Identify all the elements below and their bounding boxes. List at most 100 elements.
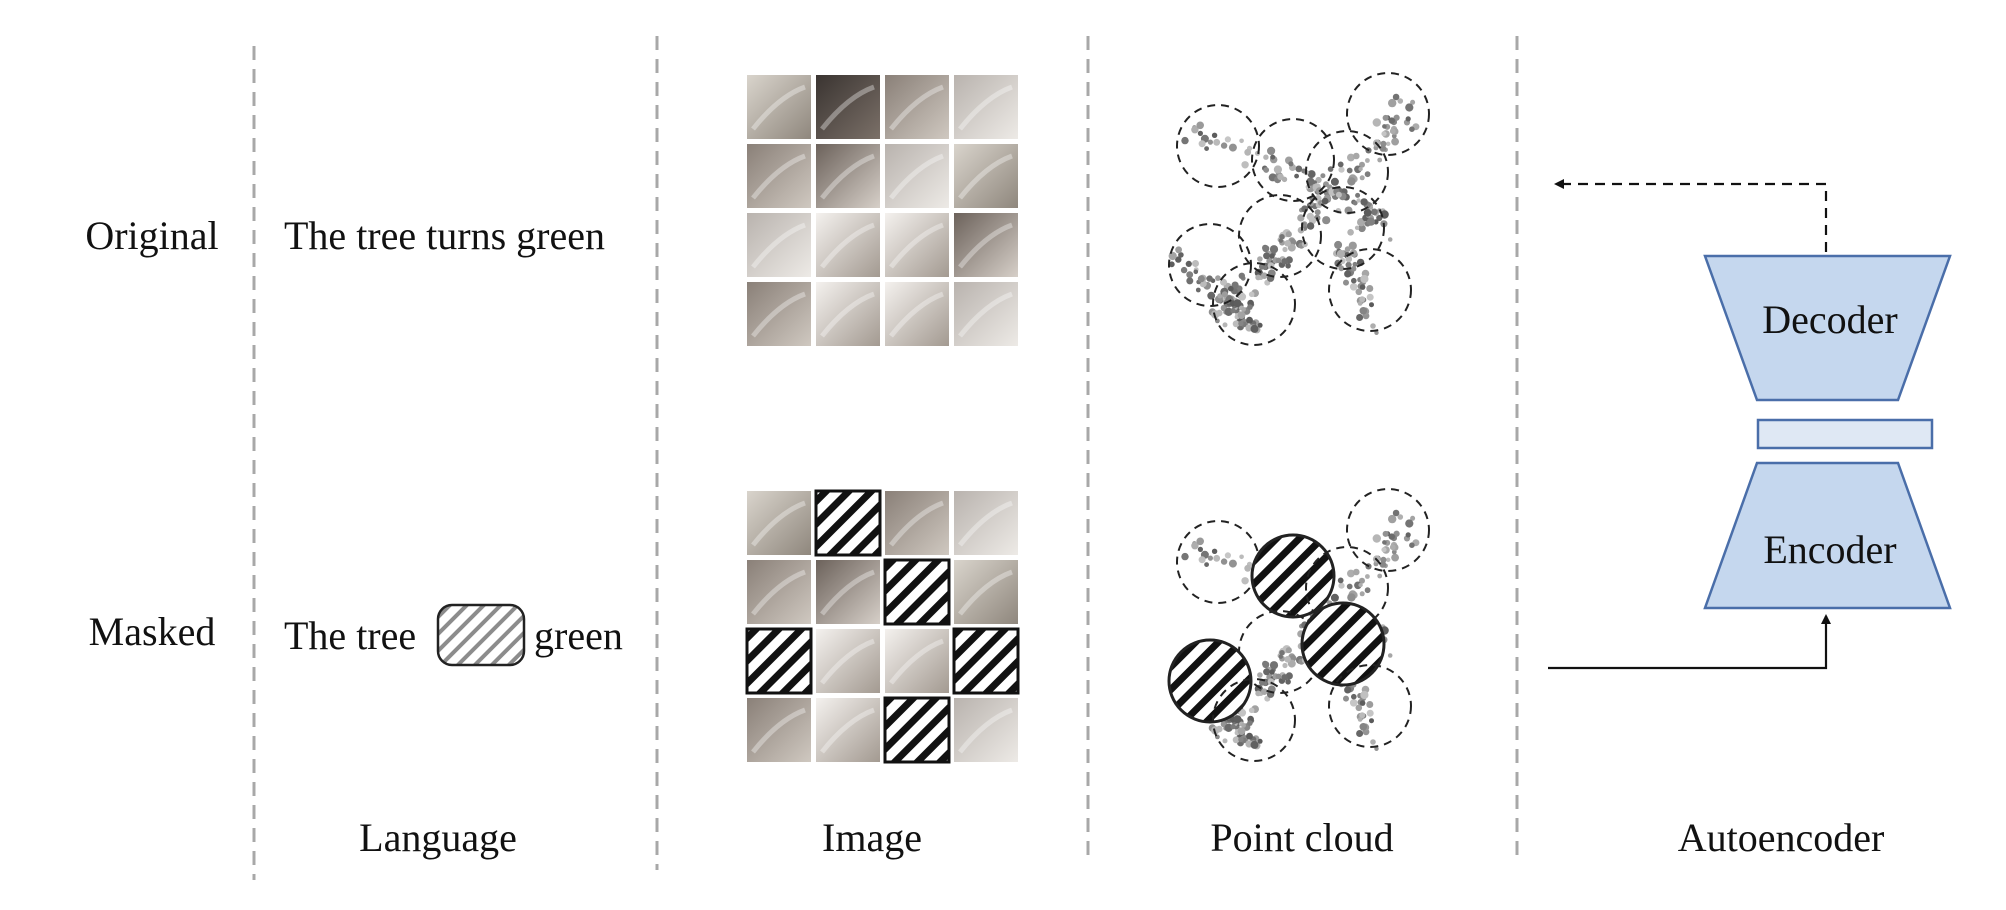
latent-block — [1756, 418, 1934, 450]
row-label-masked: Masked — [88, 609, 216, 654]
point — [1343, 279, 1349, 286]
masked-point-patch — [1250, 533, 1336, 619]
image-patch — [816, 560, 880, 624]
image-patch-texture — [958, 84, 1013, 131]
point — [1285, 231, 1292, 238]
point — [1215, 275, 1221, 281]
image-patch — [954, 213, 1018, 277]
point-patch-circle — [1301, 186, 1385, 270]
point — [1257, 322, 1263, 328]
point — [1388, 533, 1396, 540]
point — [1379, 561, 1387, 568]
point — [1186, 277, 1194, 285]
image-patch — [816, 144, 880, 208]
point — [1285, 263, 1291, 269]
column-label-language: Language — [359, 815, 517, 860]
point — [1338, 582, 1345, 589]
point — [1198, 140, 1206, 148]
point — [1359, 296, 1366, 303]
masked-image-patch — [745, 627, 813, 695]
point — [1337, 577, 1344, 584]
point — [1279, 234, 1285, 240]
image-patch-texture — [889, 222, 944, 269]
image-patch — [816, 282, 880, 346]
image-patch — [954, 75, 1018, 139]
point — [1352, 261, 1358, 267]
point — [1228, 285, 1234, 292]
point — [1241, 577, 1249, 585]
point — [1233, 299, 1242, 308]
point — [1359, 307, 1368, 315]
image-patch-texture — [820, 569, 875, 616]
point — [1388, 98, 1397, 108]
image-patch-texture — [889, 291, 944, 338]
point — [1366, 701, 1374, 708]
point — [1238, 272, 1246, 279]
point — [1197, 546, 1203, 553]
point — [1348, 241, 1357, 250]
point — [1349, 699, 1358, 707]
point — [1389, 544, 1396, 551]
point — [1216, 309, 1223, 317]
point — [1374, 746, 1379, 751]
point — [1220, 278, 1227, 286]
point — [1358, 166, 1363, 172]
image-patch-texture — [958, 707, 1013, 754]
image-patch — [885, 213, 949, 277]
point — [1344, 270, 1352, 278]
image-patch-texture — [889, 500, 944, 547]
point — [1337, 161, 1344, 168]
image-patch — [885, 491, 949, 555]
point — [1204, 562, 1209, 567]
point-cloud-masked — [1167, 488, 1430, 762]
point — [1365, 574, 1370, 579]
decoder-block — [1703, 254, 1952, 402]
point — [1233, 715, 1242, 724]
point — [1343, 695, 1349, 702]
output-arrow — [1554, 179, 1828, 252]
point — [1371, 208, 1378, 216]
point — [1351, 277, 1357, 284]
point — [1397, 514, 1404, 520]
point-patch-circle — [1176, 520, 1260, 604]
point — [1392, 93, 1400, 101]
point — [1355, 192, 1361, 198]
image-patch-texture — [958, 222, 1013, 269]
point — [1388, 514, 1397, 524]
point-patch-circle — [1346, 72, 1430, 156]
point — [1261, 272, 1268, 280]
point — [1297, 214, 1305, 222]
image-patch-texture — [820, 638, 875, 685]
point — [1382, 124, 1387, 129]
point — [1191, 126, 1199, 134]
point — [1345, 261, 1352, 268]
point — [1359, 175, 1365, 181]
point — [1228, 143, 1237, 152]
image-patch-texture — [751, 222, 806, 269]
point — [1330, 177, 1339, 186]
point — [1353, 568, 1360, 576]
point — [1193, 269, 1199, 275]
point — [1322, 216, 1331, 225]
point — [1359, 591, 1365, 597]
row-label-original: Original — [85, 213, 219, 258]
point — [1357, 717, 1363, 722]
point-patch-circle — [1212, 678, 1296, 762]
point — [1352, 200, 1358, 206]
image-patch — [954, 560, 1018, 624]
point — [1355, 288, 1363, 296]
point — [1372, 118, 1382, 127]
point — [1346, 583, 1353, 590]
point-patch-circle — [1328, 664, 1412, 748]
point — [1320, 173, 1326, 179]
point — [1246, 316, 1253, 324]
point — [1359, 284, 1366, 290]
point — [1366, 709, 1374, 717]
image-patch-texture — [751, 153, 806, 200]
point — [1217, 293, 1223, 299]
point — [1186, 271, 1194, 279]
point — [1178, 252, 1184, 258]
image-patch-texture — [820, 222, 875, 269]
